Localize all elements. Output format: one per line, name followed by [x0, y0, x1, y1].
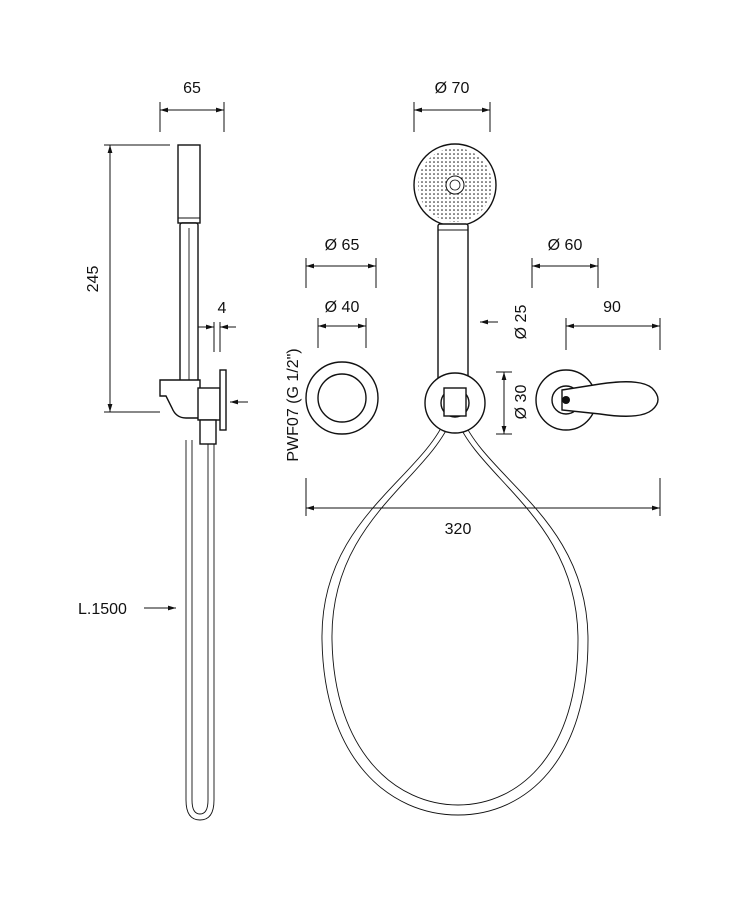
- wall-flange-side: [219, 369, 227, 431]
- dim-flange-outer: Ø 65: [325, 237, 360, 254]
- dim-outlet-diameter: Ø 30: [513, 385, 530, 420]
- wall-holder-side: [159, 379, 201, 419]
- dim-handle-diameter: Ø 25: [513, 305, 530, 340]
- hose-length-label: L.1500: [78, 601, 127, 618]
- dim-flange-depth: 4: [218, 300, 227, 317]
- dim-handle-length: 90: [603, 299, 621, 316]
- connection-label: PWF07 (G 1/2"): [285, 348, 302, 461]
- side-view: 65 245 4 L.1500: [78, 80, 248, 821]
- dim-handle-rosette: Ø 60: [548, 237, 583, 254]
- dim-flange-inner: Ø 40: [325, 299, 360, 316]
- dim-overall-width: 320: [445, 521, 472, 538]
- dim-side-height: 245: [85, 266, 102, 293]
- hose-side: [185, 440, 215, 821]
- dim-head-diameter: Ø 70: [435, 80, 470, 97]
- front-view: Ø 70 Ø 25 Ø 30 Ø 65: [285, 80, 661, 816]
- dim-side-width: 65: [183, 80, 201, 97]
- handle-front: [437, 223, 469, 395]
- shower-head-side: [177, 144, 201, 224]
- mixer-lever: [561, 381, 659, 417]
- hose-front: [321, 417, 589, 816]
